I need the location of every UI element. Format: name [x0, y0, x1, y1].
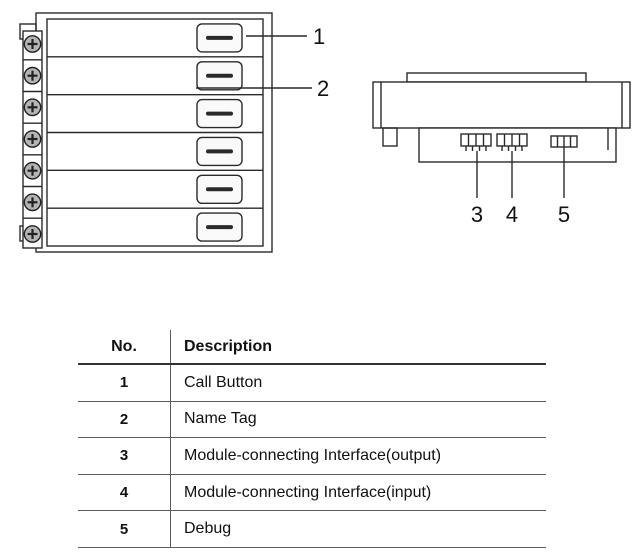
- callout-label-5: 5: [558, 202, 570, 227]
- side-lower-body: [418, 127, 617, 163]
- connector-input: [496, 133, 528, 151]
- callout-label-3: 3: [471, 202, 483, 227]
- table-header-row: No. Description: [78, 330, 546, 365]
- device-figure: 1 2: [19, 12, 631, 253]
- table-row: 5 Debug: [78, 511, 546, 548]
- front-view-diagram: [19, 12, 273, 253]
- row-number: 4: [119, 484, 129, 502]
- table-row: 4 Module-connecting Interface(input): [78, 474, 546, 512]
- spec-table: No. Description 1 Call Button 2 Name Tag…: [78, 330, 546, 548]
- callout-label-1: 1: [313, 24, 325, 49]
- row-description: Name Tag: [170, 401, 546, 438]
- table-header-no: No.: [111, 337, 137, 355]
- row-number: 5: [119, 520, 129, 538]
- connector-output: [460, 133, 492, 151]
- side-view-diagram: [372, 72, 631, 198]
- row-description: Call Button: [170, 365, 546, 401]
- row-number: 3: [119, 447, 129, 465]
- row-number: 2: [119, 410, 129, 428]
- table-row: 2 Name Tag: [78, 401, 546, 439]
- table-header-description: Description: [170, 330, 546, 363]
- table-row: 3 Module-connecting Interface(output): [78, 438, 546, 475]
- terminal-screws: [23, 35, 42, 243]
- call-buttons: [196, 23, 243, 242]
- row-description: Debug: [170, 511, 546, 547]
- side-top-bar: [406, 72, 587, 83]
- row-number: 1: [119, 374, 129, 392]
- table-row: 1 Call Button: [78, 365, 546, 402]
- side-left-bracket: [382, 127, 398, 147]
- callout-label-4: 4: [506, 202, 518, 227]
- front-callout-lines: [196, 35, 312, 89]
- row-description: Module-connecting Interface(input): [170, 474, 546, 511]
- callout-label-2: 2: [317, 76, 329, 101]
- side-main-body: [372, 81, 631, 129]
- row-description: Module-connecting Interface(output): [170, 438, 546, 474]
